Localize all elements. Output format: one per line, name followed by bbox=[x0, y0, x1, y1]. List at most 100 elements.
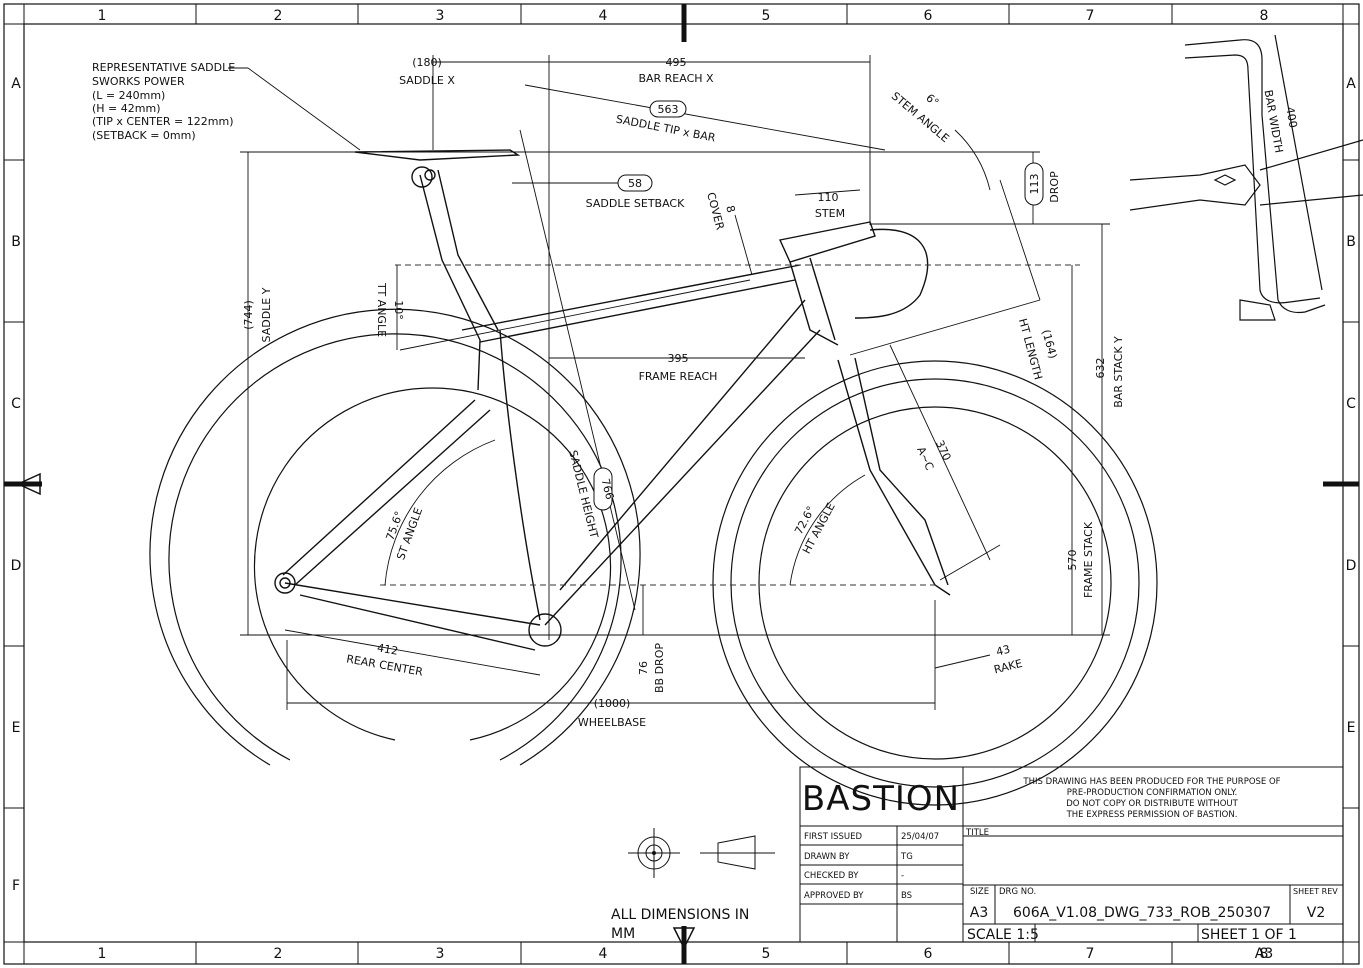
saddle-y-label: SADDLE Y bbox=[260, 287, 273, 342]
grid-col-label: 3 bbox=[436, 8, 445, 24]
wheelbase-label: WHEELBASE bbox=[578, 716, 646, 729]
drg-no-value: 606A_V1.08_DWG_733_ROB_250307 bbox=[1013, 905, 1271, 921]
checked-by-label: CHECKED BY bbox=[804, 871, 859, 881]
notice-line: THIS DRAWING HAS BEEN PRODUCED FOR THE P… bbox=[1022, 777, 1280, 787]
saddle-note-line: (SETBACK = 0mm) bbox=[92, 129, 196, 142]
cover-label: COVER bbox=[704, 191, 727, 232]
checked-by-value: - bbox=[901, 871, 904, 881]
bar-width-labels: 400 BAR WIDTH bbox=[1262, 89, 1300, 154]
grid-col-label: 2 bbox=[274, 8, 283, 24]
approved-by-label: APPROVED BY bbox=[804, 891, 864, 901]
grid-col-label: 8 bbox=[1260, 8, 1269, 24]
frame-reach-value: 395 bbox=[668, 352, 689, 365]
stem-label: STEM bbox=[815, 207, 845, 220]
saddle-note-line: (L = 240mm) bbox=[92, 89, 165, 102]
bar-reach-x-value: 495 bbox=[666, 56, 687, 69]
grid-col-label: 5 bbox=[762, 946, 771, 962]
saddle-setback-label: SADDLE SETBACK bbox=[586, 197, 685, 210]
tt-angle-label: TT ANGLE bbox=[375, 282, 388, 337]
notice-line: THE EXPRESS PERMISSION OF BASTION. bbox=[1066, 810, 1238, 820]
approved-by-value: BS bbox=[901, 891, 912, 901]
brand-logo: BASTION bbox=[802, 779, 960, 819]
first-issued-value: 25/04/07 bbox=[901, 832, 939, 842]
rear-center-label: REAR CENTER bbox=[345, 652, 424, 678]
frame bbox=[274, 149, 951, 651]
drg-no-label: DRG NO. bbox=[999, 887, 1036, 897]
size-value: A3 bbox=[970, 905, 988, 921]
saddle-note-line: SWORKS POWER bbox=[92, 75, 185, 88]
grid-col-label: 7 bbox=[1086, 946, 1095, 962]
bar-reach-x-label: BAR REACH X bbox=[638, 72, 714, 85]
bicycle-side-view bbox=[149, 149, 1158, 806]
grid-col-label: 5 bbox=[762, 8, 771, 24]
sheet-size-text: A3 bbox=[1255, 946, 1273, 962]
title-block bbox=[799, 766, 1344, 943]
cover-value: 8 bbox=[723, 204, 737, 214]
tt-angle-value: 10° bbox=[392, 300, 405, 320]
saddle-height-value: 766 bbox=[599, 477, 617, 501]
grid-col-label: 4 bbox=[599, 946, 608, 962]
bar-stack-value: 632 bbox=[1094, 358, 1107, 379]
bar-width-value: 400 bbox=[1283, 106, 1299, 129]
dimension-pills bbox=[593, 100, 1044, 511]
stem-value: 110 bbox=[818, 191, 839, 204]
axc-value: 370 bbox=[933, 438, 954, 463]
saddle-note-line: REPRESENTATIVE SADDLE bbox=[92, 61, 235, 74]
grid-row-label: C bbox=[1346, 396, 1356, 412]
stem-angle-value: 6° bbox=[923, 91, 941, 109]
sheet-count-text: SHEET 1 OF 1 bbox=[1201, 927, 1297, 943]
grid-col-label: 2 bbox=[274, 946, 283, 962]
drop-label: DROP bbox=[1048, 171, 1061, 203]
stem-angle-label: STEM ANGLE bbox=[889, 90, 952, 146]
sheet-rev-label: SHEET REV bbox=[1293, 887, 1338, 896]
rake-label: RAKE bbox=[993, 657, 1024, 677]
grid-row-label: E bbox=[1347, 720, 1356, 736]
saddle-note: REPRESENTATIVE SADDLE SWORKS POWER (L = … bbox=[92, 61, 235, 142]
saddle-note-line: (TIP x CENTER = 122mm) bbox=[92, 115, 234, 128]
grid-col-label: 8 bbox=[1260, 946, 1269, 962]
all-dimensions-note: ALL DIMENSIONS IN bbox=[611, 907, 749, 923]
ht-length-label: HT LENGTH bbox=[1016, 317, 1045, 381]
bb-drop-value: 76 bbox=[637, 661, 650, 675]
saddle-tip-bar-value: 563 bbox=[658, 103, 679, 116]
frame-stack-value: 570 bbox=[1066, 550, 1079, 571]
ht-length-value: (164) bbox=[1039, 328, 1059, 360]
drop-value: 113 bbox=[1028, 174, 1041, 195]
drawn-by-label: DRAWN BY bbox=[804, 852, 850, 862]
drawn-by-value: TG bbox=[900, 852, 913, 862]
grid-row-label: E bbox=[12, 720, 21, 736]
notice-line: DO NOT COPY OR DISTRIBUTE WITHOUT bbox=[1066, 799, 1238, 809]
dimension-labels: (180) SADDLE X 495 BAR REACH X 563 SADDL… bbox=[242, 56, 1125, 729]
grid-col-label: 6 bbox=[924, 946, 933, 962]
first-issued-label: FIRST ISSUED bbox=[804, 832, 862, 842]
grid-col-label: 3 bbox=[436, 946, 445, 962]
bar-stack-label: BAR STACK Y bbox=[1112, 336, 1125, 408]
size-label: SIZE bbox=[970, 887, 989, 897]
bb-drop-label: BB DROP bbox=[653, 643, 666, 693]
grid-row-label: D bbox=[11, 558, 22, 574]
dimension-lines bbox=[228, 55, 1110, 710]
title-block-text: BASTION THIS DRAWING HAS BEEN PRODUCED F… bbox=[802, 777, 1338, 962]
grid-row-label: F bbox=[12, 878, 20, 894]
rear-center-value: 412 bbox=[376, 641, 399, 657]
wheelbase-value: (1000) bbox=[594, 697, 631, 710]
saddle-x-label: SADDLE X bbox=[399, 74, 455, 87]
grid-row-label: B bbox=[1346, 234, 1356, 250]
front-wheel bbox=[712, 360, 1158, 806]
saddle-x-value: (180) bbox=[412, 56, 442, 69]
title-label: TITLE bbox=[965, 828, 989, 838]
rear-wheel bbox=[149, 308, 641, 766]
sheet-border bbox=[3, 3, 1360, 965]
handlebar-top-view bbox=[1129, 34, 1363, 321]
grid-row-label: C bbox=[11, 396, 21, 412]
scale-text: SCALE 1:5 bbox=[967, 927, 1039, 943]
grid-labels: 1 2 3 4 5 6 7 8 1 2 3 4 5 6 7 8 A B C D … bbox=[11, 8, 1357, 962]
notice-line: PRE-PRODUCTION CONFIRMATION ONLY. bbox=[1067, 788, 1237, 798]
sheet-rev-value: V2 bbox=[1307, 905, 1325, 921]
saddle-y-value: (744) bbox=[242, 300, 255, 330]
grid-col-label: 6 bbox=[924, 8, 933, 24]
rake-value: 43 bbox=[995, 643, 1012, 659]
projection-symbol bbox=[628, 828, 775, 878]
grid-row-label: D bbox=[1346, 558, 1357, 574]
